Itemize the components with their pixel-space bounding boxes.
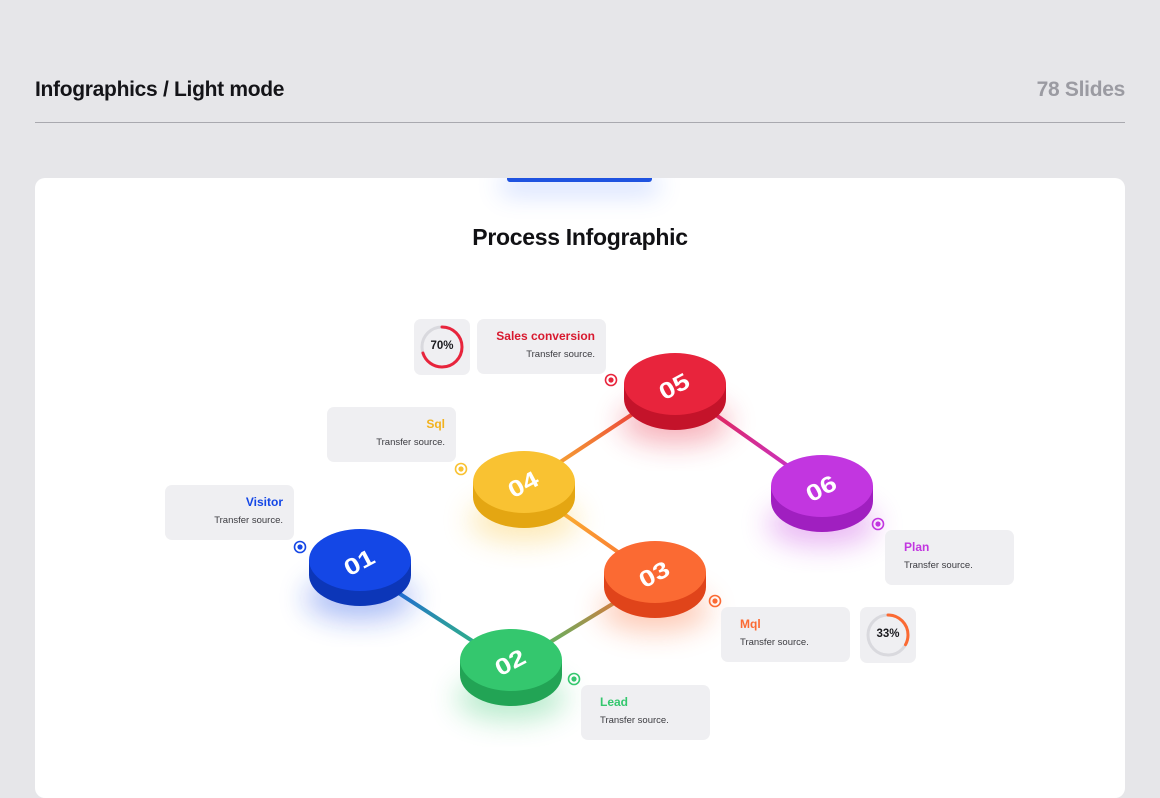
slide-count: 78 Slides xyxy=(1036,78,1126,101)
percent-value: 33% xyxy=(876,628,900,640)
step-card-mql: Mql Transfer source. xyxy=(721,607,850,662)
progress-ring-70 xyxy=(420,325,464,369)
marker-dot-02 xyxy=(567,672,581,686)
marker-dot-05 xyxy=(604,373,618,387)
step-label: Visitor xyxy=(245,495,283,509)
step-label: Plan xyxy=(904,540,930,554)
step-node-06: 06 xyxy=(767,455,877,546)
slide-accent-bar xyxy=(507,178,652,182)
percent-box-mql: 33% xyxy=(860,607,916,663)
process-diagram: 01 02 03 04 05 xyxy=(293,353,885,720)
step-card-visitor: Visitor Transfer source. xyxy=(165,485,294,540)
step-description: Transfer source. xyxy=(600,715,669,726)
marker-dot-06 xyxy=(871,517,885,531)
step-description: Transfer source. xyxy=(740,637,809,648)
step-label: Sales conversion xyxy=(496,329,595,343)
progress-ring-33 xyxy=(866,613,910,657)
marker-dot-01 xyxy=(293,540,307,554)
step-description: Transfer source. xyxy=(214,515,283,526)
marker-dot-03 xyxy=(708,594,722,608)
step-node-02: 02 xyxy=(456,629,566,720)
slide-card[interactable]: Process Infographic xyxy=(35,178,1125,798)
step-label: Lead xyxy=(600,695,629,709)
step-label: Mql xyxy=(740,617,761,631)
step-description: Transfer source. xyxy=(376,437,445,448)
step-node-05: 05 xyxy=(620,353,730,444)
page-header: Infographics / Light mode 78 Slides xyxy=(35,76,1125,106)
step-card-plan: Plan Transfer source. xyxy=(885,530,1014,585)
step-card-sql: Sql Transfer source. xyxy=(327,407,456,462)
marker-dot-04 xyxy=(454,462,468,476)
percent-box-sales-conversion: 70% xyxy=(414,319,470,375)
step-card-sales-conversion: Sales conversion Transfer source. xyxy=(477,319,606,374)
page-title: Infographics / Light mode xyxy=(35,78,285,101)
step-node-04: 04 xyxy=(469,451,579,542)
percent-value: 70% xyxy=(430,340,454,352)
step-node-03: 03 xyxy=(600,541,710,632)
step-description: Transfer source. xyxy=(526,349,595,360)
step-label: Sql xyxy=(426,417,445,431)
slide-title: Process Infographic xyxy=(472,224,688,250)
step-card-lead: Lead Transfer source. xyxy=(581,685,710,740)
header-divider xyxy=(35,122,1125,123)
step-description: Transfer source. xyxy=(904,560,973,571)
step-node-01: 01 xyxy=(305,529,415,620)
